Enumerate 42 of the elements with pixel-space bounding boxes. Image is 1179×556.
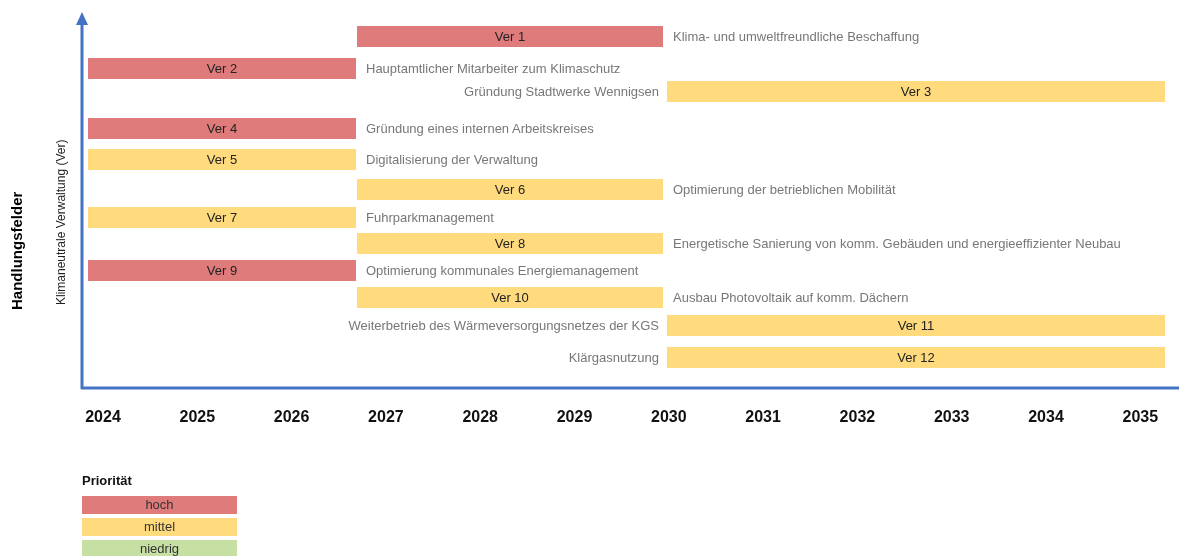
year-label: 2034 <box>1027 408 1065 426</box>
measure-description: Klärgasnutzung <box>568 349 659 367</box>
measure-description: Optimierung kommunales Energiemanagement <box>366 262 639 280</box>
year-label: 2026 <box>272 408 311 426</box>
axis-title: Handlungsfelder <box>8 191 25 310</box>
timeline-bar: Ver 9 <box>88 260 356 281</box>
legend-swatch: niedrig <box>82 540 237 556</box>
year-label: 2024 <box>84 408 122 426</box>
year-label: 2027 <box>367 408 405 426</box>
measure-description: Hauptamtlicher Mitarbeiter zum Klimaschutz <box>366 60 621 78</box>
year-label: 2033 <box>932 408 971 426</box>
timeline-bar: Ver 5 <box>88 149 356 170</box>
measure-description: Gründung Stadtwerke Wennigsen <box>464 83 659 101</box>
measure-description: Fuhrparkmanagement <box>366 209 494 227</box>
timeline-bar: Ver 2 <box>88 58 356 79</box>
timeline-bar: Ver 10 <box>357 287 663 308</box>
year-label: 2029 <box>555 408 594 426</box>
legend-swatch: hoch <box>82 496 237 514</box>
year-label: 2031 <box>744 408 782 426</box>
legend-title: Priorität <box>82 473 132 488</box>
timeline-bar: Ver 7 <box>88 207 356 228</box>
timeline-bar: Ver 6 <box>357 179 663 200</box>
year-label: 2032 <box>838 408 877 426</box>
year-label: 2028 <box>461 408 499 426</box>
year-label: 2025 <box>178 408 217 426</box>
year-label: 2035 <box>1121 408 1160 426</box>
timeline-bar: Ver 3 <box>667 81 1165 102</box>
timeline-bar: Ver 8 <box>357 233 663 254</box>
axis-label: Klimaneutrale Verwaltung (Ver) <box>54 139 68 305</box>
measure-description: Weiterbetrieb des Wärmeversorgungsnetzes der KGS <box>348 317 659 335</box>
timeline-bar: Ver 1 <box>357 26 663 47</box>
measure-description: Digitalisierung der Verwaltung <box>366 151 538 169</box>
legend-swatch: mittel <box>82 518 237 536</box>
measure-description: Gründung eines internen Arbeitskreises <box>366 120 594 138</box>
measure-description: Energetische Sanierung von komm. Gebäuden und energieeffizienter Neubau <box>673 235 1121 253</box>
timeline-bar: Ver 4 <box>88 118 356 139</box>
measure-description: Ausbau Photovoltaik auf komm. Dächern <box>673 289 909 307</box>
measure-description: Klima- und umweltfreundliche Beschaffung <box>673 28 920 46</box>
timeline-bar: Ver 11 <box>667 315 1165 336</box>
timeline-bar: Ver 12 <box>667 347 1165 368</box>
measure-description: Optimierung der betrieblichen Mobilität <box>673 181 896 199</box>
year-label: 2030 <box>650 408 688 426</box>
